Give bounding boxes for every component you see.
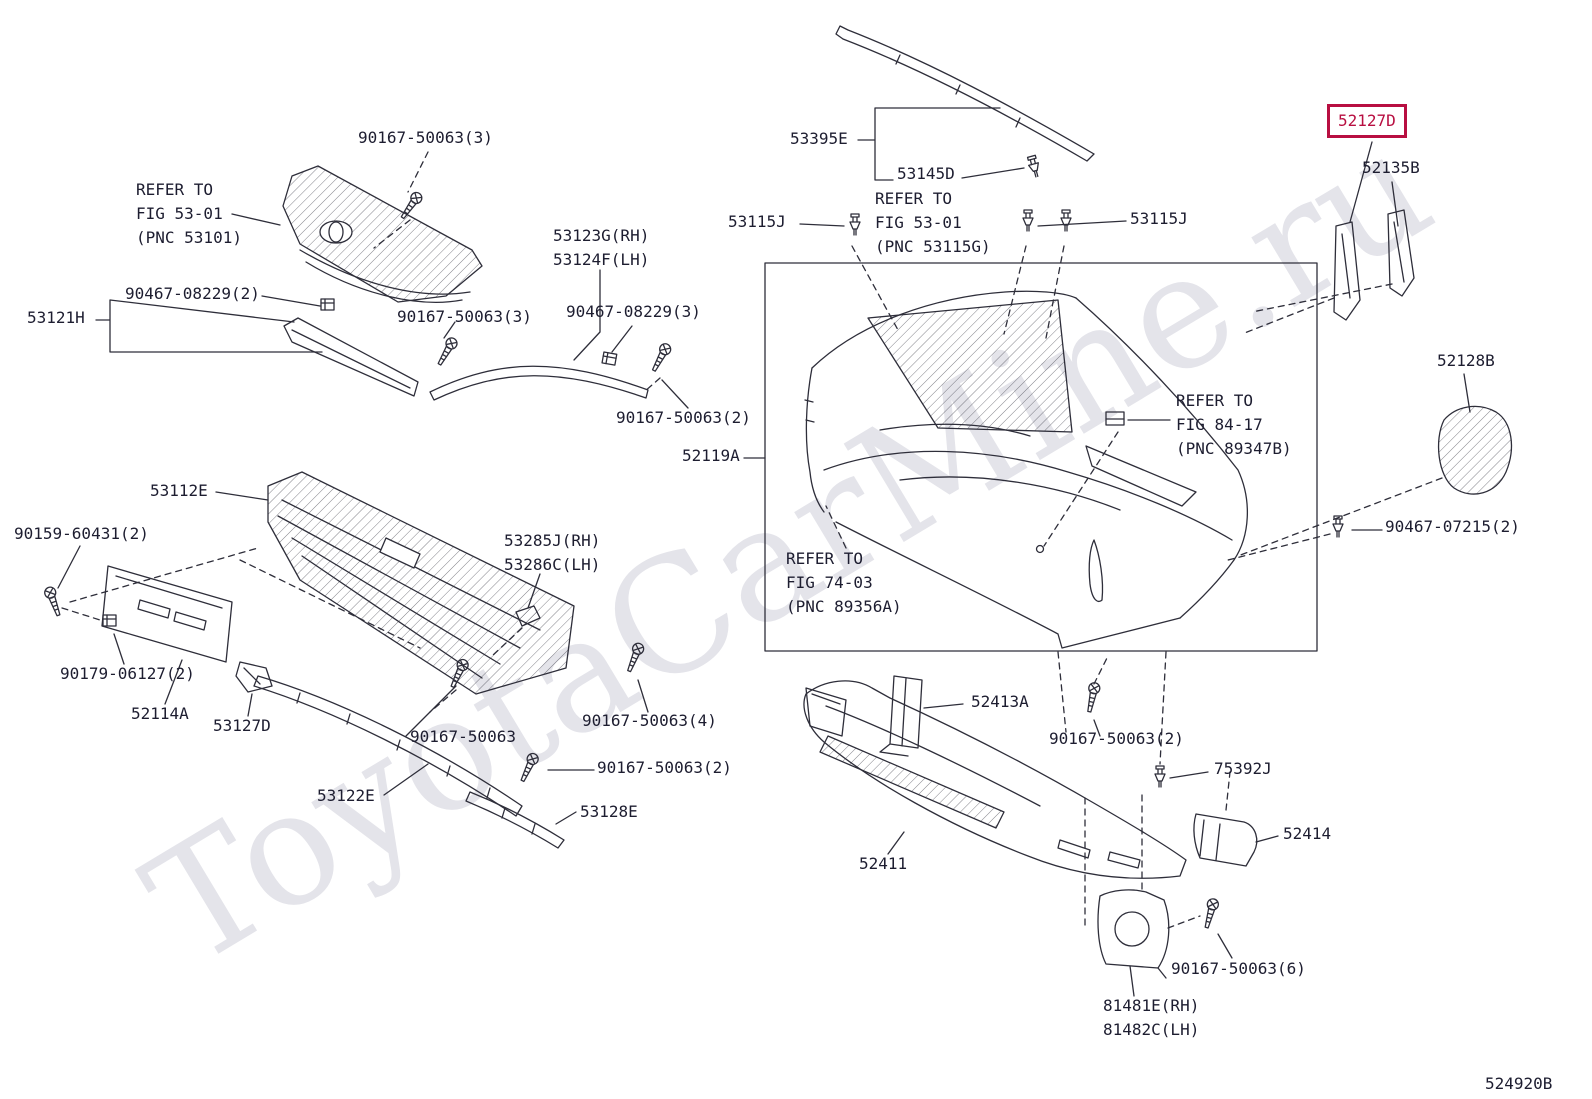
part-label-52413a[interactable]: 52413A [971, 692, 1029, 711]
screw-icon [1083, 681, 1102, 714]
screw-icon [434, 335, 460, 368]
hood-seal-drawing [835, 25, 1095, 162]
corner-piece-53127d-drawing [235, 661, 273, 693]
upper-grille-drawing [282, 165, 483, 303]
clip-icon [1022, 209, 1034, 232]
dashed-lines [61, 151, 1443, 929]
refer-note-53115g: REFER TO FIG 53-01 (PNC 53115G) [875, 189, 991, 256]
part-label-53128e[interactable]: 53128E [580, 802, 638, 821]
part-label-52414[interactable]: 52414 [1283, 824, 1332, 843]
side-piece-52414-drawing [1193, 813, 1258, 867]
license-bracket-drawing [101, 565, 233, 663]
screw-icon [648, 341, 674, 374]
side-bracket-52413a-drawing [879, 675, 923, 757]
part-label-90167-50063-2-a[interactable]: 90167-50063(2) [616, 408, 751, 427]
grommet-icon [102, 614, 117, 627]
clip-icon [1060, 209, 1072, 232]
part-label-52411[interactable]: 52411 [859, 854, 908, 873]
part-label-53123g-53124f[interactable]: 53123G(RH) 53124F(LH) [553, 226, 650, 269]
part-label-52119a[interactable]: 52119A [682, 446, 740, 465]
front-bumper-drawing [804, 290, 1248, 649]
bumper-pad-drawing [1437, 405, 1513, 495]
part-label-52135b[interactable]: 52135B [1362, 158, 1420, 177]
part-label-53112e[interactable]: 53112E [150, 481, 208, 500]
assembly-box [764, 262, 1318, 652]
part-label-75392j[interactable]: 75392J [1214, 759, 1272, 778]
fog-bezel-drawing [1097, 889, 1170, 979]
clip-icon [1332, 515, 1344, 538]
bumper-retainer-52135b-drawing [1387, 209, 1415, 297]
lower-skirt-drawing [803, 680, 1187, 879]
part-label-90167-50063-6[interactable]: 90167-50063(6) [1171, 959, 1306, 978]
refer-note-53101: REFER TO FIG 53-01 (PNC 53101) [136, 180, 242, 247]
part-label-90467-08229-2[interactable]: 90467-08229(2) [125, 284, 260, 303]
part-label-90167-50063-2-c[interactable]: 90167-50063(2) [1049, 729, 1184, 748]
part-label-53145d[interactable]: 53145D [897, 164, 955, 183]
part-label-53115j-right[interactable]: 53115J [1130, 209, 1188, 228]
part-label-53395e[interactable]: 53395E [790, 129, 848, 148]
part-label-90167-50063-3-mid[interactable]: 90167-50063(3) [397, 307, 532, 326]
part-label-90159-60431-2[interactable]: 90159-60431(2) [14, 524, 149, 543]
part-label-90167-50063-3-top[interactable]: 90167-50063(3) [358, 128, 493, 147]
part-label-90167-50063[interactable]: 90167-50063 [410, 727, 516, 746]
part-label-90179-06127-2[interactable]: 90179-06127(2) [60, 664, 195, 683]
lower-moulding-53122e-drawing [253, 675, 523, 817]
part-label-53121h[interactable]: 53121H [27, 308, 85, 327]
part-label-90467-08229-3[interactable]: 90467-08229(3) [566, 302, 701, 321]
screw-icon [42, 584, 65, 618]
clip-icon [1154, 765, 1166, 788]
part-label-53115j-left[interactable]: 53115J [728, 212, 786, 231]
grille-moulding-53123g-drawing [429, 365, 649, 401]
lower-grille-drawing [267, 471, 575, 695]
part-label-90167-50063-4[interactable]: 90167-50063(4) [582, 711, 717, 730]
lower-moulding-53128e-drawing [465, 791, 565, 849]
refer-note-89356a: REFER TO FIG 74-03 (PNC 89356A) [786, 549, 902, 616]
clip-icon [849, 213, 861, 236]
clip-icon [1025, 154, 1043, 179]
part-label-90467-07215-2[interactable]: 90467-07215(2) [1385, 517, 1520, 536]
diagram-code: 524920B [1485, 1074, 1553, 1093]
part-label-90167-50063-2-b[interactable]: 90167-50063(2) [597, 758, 732, 777]
refer-note-89347b: REFER TO FIG 84-17 (PNC 89347B) [1176, 391, 1292, 458]
grommet-icon [320, 298, 335, 311]
part-label-53122e[interactable]: 53122E [317, 786, 375, 805]
grommet-icon [601, 351, 618, 366]
part-label-53285j-53286c[interactable]: 53285J(RH) 53286C(LH) [504, 531, 601, 574]
part-label-52127d-highlighted[interactable]: 52127D [1327, 104, 1407, 138]
retainer-clip-icon [515, 605, 541, 627]
part-label-52128b[interactable]: 52128B [1437, 351, 1495, 370]
part-label-81481e-81482c[interactable]: 81481E(RH) 81482C(LH) [1103, 996, 1200, 1039]
grille-moulding-53121h-drawing [283, 317, 419, 397]
leader-lines [57, 107, 1471, 997]
part-label-52114a[interactable]: 52114A [131, 704, 189, 723]
part-label-53127d[interactable]: 53127D [213, 716, 271, 735]
screw-icon [1200, 896, 1221, 930]
